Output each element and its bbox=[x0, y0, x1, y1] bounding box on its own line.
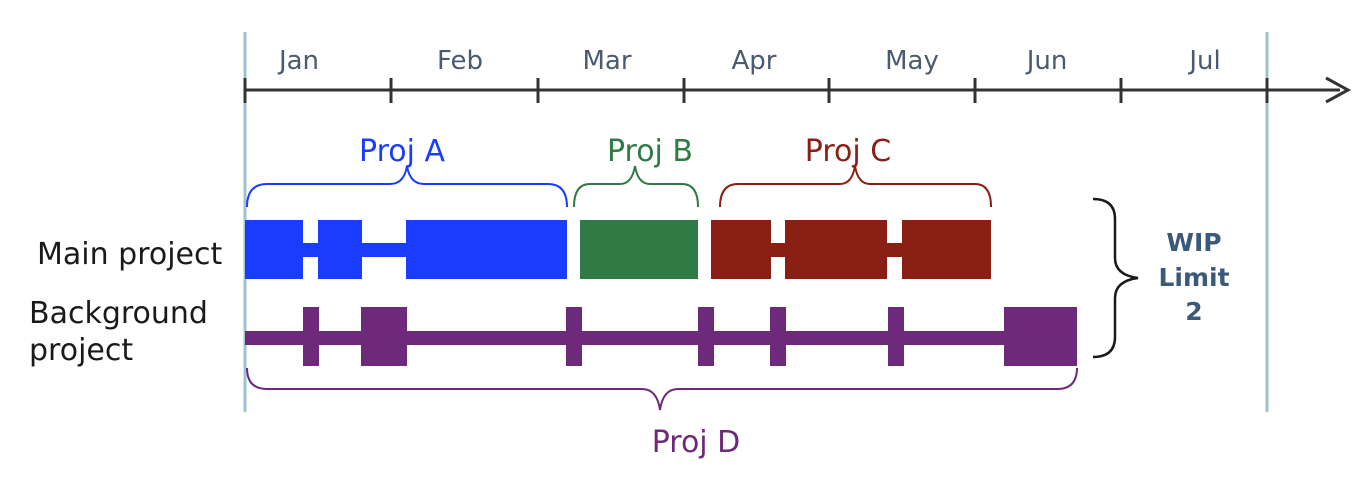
proj-d-label: Proj D bbox=[652, 425, 741, 460]
proj-c-work-block bbox=[902, 220, 991, 279]
proj-c-brace bbox=[719, 165, 992, 208]
month-label-mar: Mar bbox=[582, 46, 631, 76]
proj-d-work-block bbox=[566, 307, 582, 366]
wip-label-line1: WIP bbox=[1166, 228, 1221, 257]
proj-d-work-block bbox=[770, 307, 786, 366]
proj-b-brace bbox=[573, 165, 699, 208]
month-label-feb: Feb bbox=[437, 46, 483, 76]
proj-b-work-block bbox=[580, 220, 698, 279]
proj-a-work-block bbox=[318, 220, 362, 279]
proj-d-work-block bbox=[361, 307, 407, 366]
proj-d-work-block bbox=[888, 307, 904, 366]
background-project-label-line1: Background bbox=[29, 296, 208, 331]
proj-a-work-block bbox=[406, 220, 567, 279]
proj-d-connector bbox=[245, 331, 1077, 345]
month-label-jun: Jun bbox=[1025, 46, 1068, 76]
month-label-may: May bbox=[885, 46, 939, 76]
month-label-apr: Apr bbox=[732, 46, 777, 76]
proj-d-brace bbox=[246, 367, 1078, 411]
proj-d-work-block bbox=[303, 307, 319, 366]
proj-c-work-block bbox=[711, 220, 771, 279]
axis-arrow-icon bbox=[1325, 76, 1352, 104]
background-row-proj-d bbox=[245, 307, 1077, 366]
main-row-proj-c bbox=[711, 220, 991, 279]
background-project-label-line2: project bbox=[29, 333, 133, 368]
proj-b-label: Proj B bbox=[607, 134, 693, 169]
month-labels: Jan Feb Mar Apr May Jun Jul bbox=[277, 46, 1221, 76]
proj-a-brace bbox=[246, 165, 568, 208]
wip-label-line3: 2 bbox=[1185, 297, 1202, 326]
proj-c-work-block bbox=[785, 220, 887, 279]
proj-c-label: Proj C bbox=[805, 134, 891, 169]
proj-a-label: Proj A bbox=[359, 134, 445, 169]
proj-d-work-block bbox=[698, 307, 714, 366]
timeline-axis bbox=[243, 76, 1352, 104]
wip-label-line2: Limit bbox=[1158, 263, 1229, 292]
wip-brace bbox=[1092, 197, 1139, 359]
month-label-jan: Jan bbox=[277, 46, 319, 76]
main-row-proj-a bbox=[245, 220, 567, 279]
proj-d-work-block bbox=[1004, 307, 1077, 366]
main-project-label: Main project bbox=[37, 237, 223, 272]
month-label-jul: Jul bbox=[1187, 46, 1220, 76]
proj-a-work-block bbox=[245, 220, 303, 279]
